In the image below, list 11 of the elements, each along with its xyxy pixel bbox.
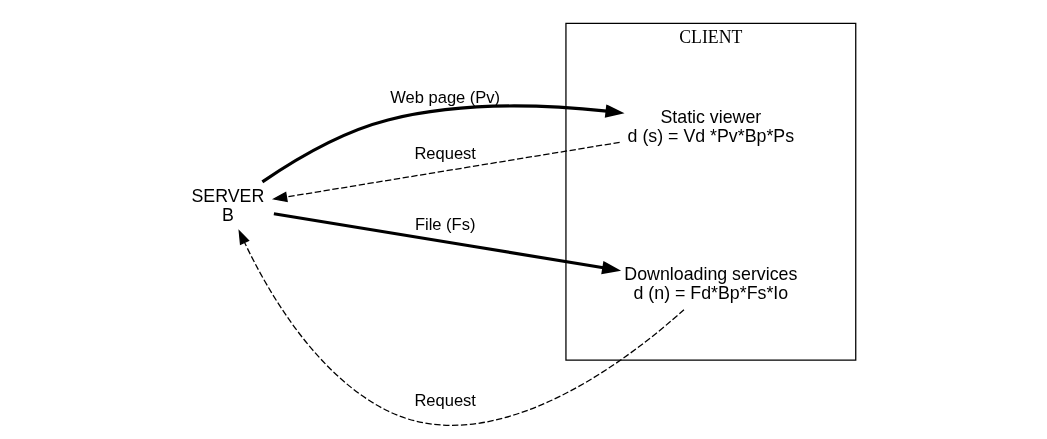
arrow xyxy=(260,104,625,184)
arrow xyxy=(237,229,685,426)
edge-label: Request xyxy=(413,391,476,411)
edge-label: File (Fs) xyxy=(414,214,475,234)
arrow xyxy=(273,212,621,275)
edge-label: Request xyxy=(413,143,476,163)
node-text: Static viewer d (s) = Vd *Pv*Bp*Ps xyxy=(627,106,794,146)
node-text: SERVER B xyxy=(190,185,264,225)
edge-label: Web page (Pv) xyxy=(389,87,500,107)
arrow xyxy=(271,141,620,203)
node-text: Downloading services d (n) = Fd*Bp*Fs*Io xyxy=(623,264,797,304)
